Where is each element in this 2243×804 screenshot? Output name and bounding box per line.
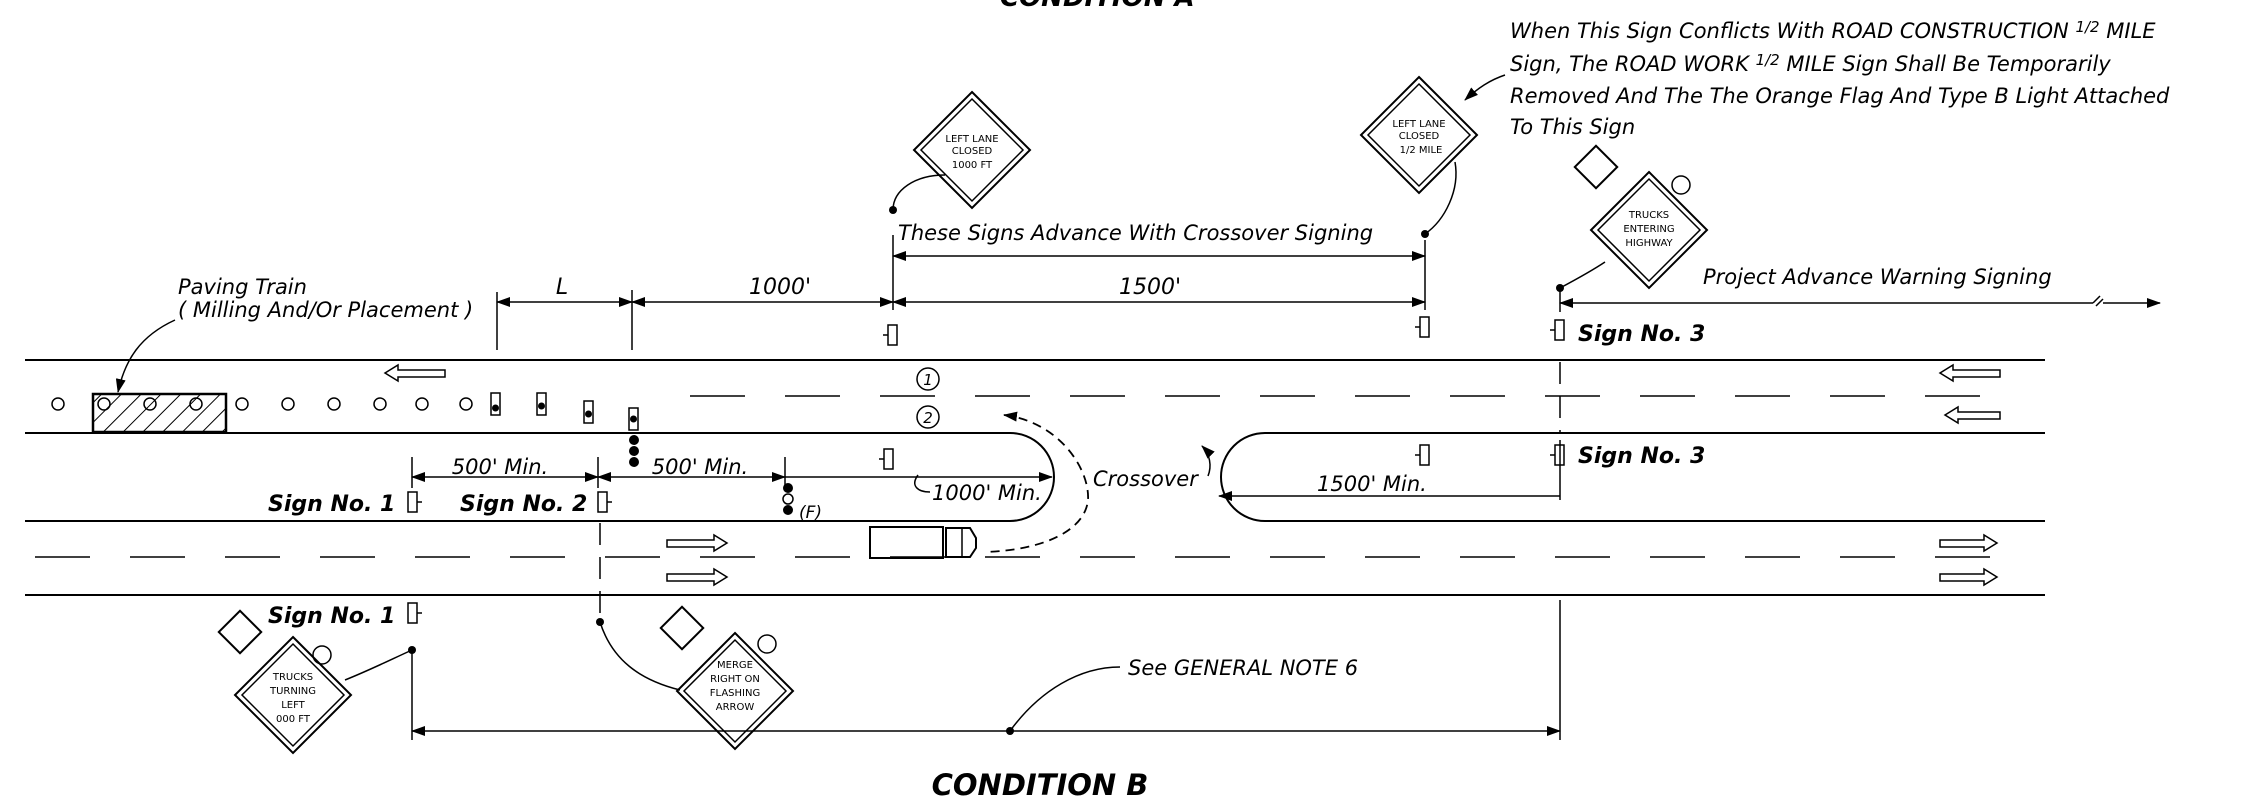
svg-text:ENTERING: ENTERING (1623, 224, 1674, 235)
sign-no-3-mid: Sign No. 3 (1578, 444, 1705, 469)
arrow-left-icon (383, 363, 446, 383)
min-500-b: 500' Min. (652, 455, 748, 479)
svg-text:Removed And The The Orange Fla: Removed And The The Orange Flag And Type… (1510, 84, 2170, 108)
svg-text:Sign, The ROAD WORK 1/2: Sign, The ROAD WORK 1/2 MILE Sign Shall … (1510, 46, 2111, 76)
svg-text:HIGHWAY: HIGHWAY (1625, 238, 1673, 249)
crossover-path: Crossover (984, 411, 1215, 553)
arrow-board-icon (536, 392, 547, 416)
sign-left-lane-closed-1000ft: LEFT LANE CLOSED 1000 FT (889, 90, 1032, 214)
paving-train (91, 392, 228, 434)
sign-post-icon (1415, 316, 1430, 338)
arrow-board-icon (490, 392, 501, 416)
svg-text:000 FT: 000 FT (276, 714, 311, 725)
sign-post-icon (879, 448, 894, 470)
sign-post-icon (1550, 319, 1565, 341)
arrow-left-icon (1938, 363, 2001, 383)
arrow-right-icon (1939, 533, 1999, 553)
flashing-label: (F) (799, 503, 822, 523)
svg-text:LEFT LANE: LEFT LANE (1392, 119, 1445, 130)
svg-text:CLOSED: CLOSED (1399, 131, 1440, 142)
sign-post-icon (1550, 444, 1565, 466)
svg-text:RIGHT ON: RIGHT ON (710, 674, 760, 685)
arrow-right-icon (666, 567, 729, 587)
svg-text:TRUCKS: TRUCKS (1628, 210, 1669, 221)
svg-text:Paving Train: Paving Train (178, 275, 307, 299)
svg-text:1000 FT: 1000 FT (952, 160, 993, 171)
sign-post-icon (407, 602, 422, 624)
lane-2-label: 2 (923, 409, 933, 427)
svg-text:MERGE: MERGE (717, 660, 753, 671)
roadway (25, 359, 2045, 596)
light-icon (312, 645, 332, 665)
sign-no-1-bottom: Sign No. 1 (268, 604, 395, 629)
sign-merge-right-flashing-arrow: MERGE RIGHT ON FLASHING ARROW (596, 605, 795, 751)
flag-icon (217, 609, 263, 655)
svg-text:( Milling And/Or Placement ): ( Milling And/Or Placement ) (178, 298, 473, 322)
svg-text:TRUCKS: TRUCKS (272, 672, 313, 683)
partial-title: CONDITION A (1000, 0, 1195, 13)
channelizing-devices: (F) (51, 392, 822, 523)
svg-text:LEFT LANE: LEFT LANE (945, 134, 998, 145)
sign-trucks-turning-left: TRUCKS TURNING LEFT 000 FT (217, 609, 416, 755)
svg-text:To This Sign: To This Sign (1510, 115, 1635, 139)
flag-icon (1573, 144, 1619, 190)
sign-left-lane-closed-half-mile: LEFT LANE CLOSED 1/2 MILE (1359, 74, 1506, 238)
project-advance-label: Project Advance Warning Signing (1703, 265, 2052, 289)
arrow-board-icon (583, 400, 594, 424)
dim-L: L (556, 275, 568, 300)
flag-icon (659, 605, 705, 651)
sign-trucks-entering-highway: TRUCKS ENTERING HIGHWAY (1556, 144, 1709, 292)
arrow-left-icon (1943, 405, 2001, 425)
dim-1500: 1500' (1119, 275, 1181, 300)
sign-no-3-top: Sign No. 3 (1578, 322, 1705, 347)
min-1500: 1500' Min. (1317, 472, 1427, 496)
crossover-label: Crossover (1093, 467, 1199, 491)
diagram-title: CONDITION B (932, 768, 1149, 802)
svg-text:TURNING: TURNING (269, 686, 316, 697)
light-icon (1671, 175, 1691, 195)
min-500-a: 500' Min. (452, 455, 548, 479)
arrow-board-icon (628, 407, 639, 431)
lane-numbers: 1 2 (916, 367, 940, 429)
sign-no-1: Sign No. 1 (268, 492, 395, 517)
direction-arrows (383, 363, 2001, 587)
arrow-right-icon (1939, 567, 1999, 587)
truck-icon (869, 526, 977, 559)
min-1000: 1000' Min. (932, 481, 1042, 505)
svg-text:CLOSED: CLOSED (952, 146, 993, 157)
advance-label: These Signs Advance With Crossover Signi… (898, 221, 1373, 245)
paving-train-label: Paving Train ( Milling And/Or Placement … (115, 275, 473, 393)
general-note-label: See GENERAL NOTE 6 (1128, 656, 1358, 680)
svg-text:1/2 MILE: 1/2 MILE (1400, 145, 1443, 156)
svg-text:FLASHING: FLASHING (710, 688, 760, 699)
dimension-lines: L 1000' 1500' Project Advance Warning Si… (411, 235, 2161, 740)
svg-text:LEFT: LEFT (281, 700, 305, 711)
sign-post-icon (407, 491, 422, 513)
sign-post-icon (883, 324, 898, 346)
light-icon (757, 634, 777, 654)
arrow-right-icon (666, 533, 729, 553)
svg-text:ARROW: ARROW (716, 702, 755, 713)
lane-1-label: 1 (923, 371, 933, 389)
sign-no-2: Sign No. 2 (460, 492, 587, 517)
dim-1000: 1000' (749, 275, 811, 300)
conflict-note: When This Sign Conflicts With ROAD CONST… (1510, 13, 2170, 139)
sign-post-icon (597, 491, 612, 513)
svg-text:When This Sign Conflicts With: When This Sign Conflicts With ROAD CONST… (1510, 13, 2156, 43)
sign-posts (407, 316, 1565, 624)
sign-post-icon (1415, 444, 1430, 466)
